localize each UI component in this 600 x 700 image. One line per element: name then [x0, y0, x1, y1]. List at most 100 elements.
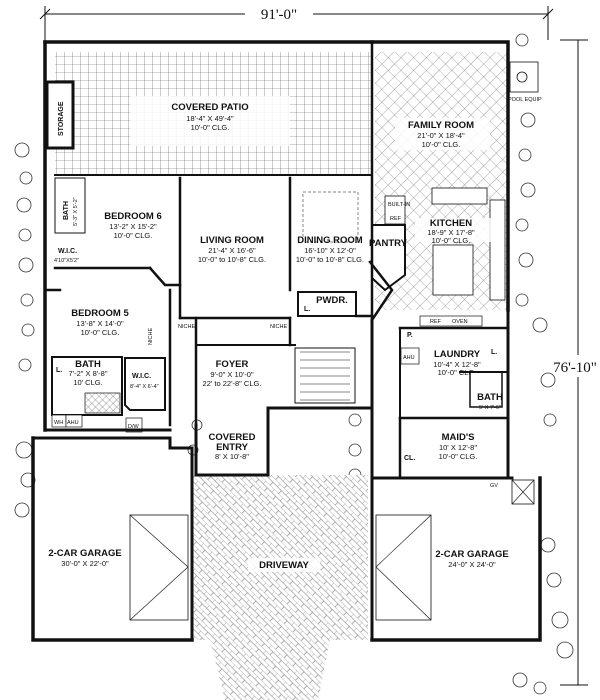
wic-mid: W.I.C. 8'-4" X 6'-4" — [124, 357, 166, 411]
covered-patio-name: COVERED PATIO — [171, 102, 248, 113]
maids-dims: 10' X 12'-8" — [439, 443, 477, 452]
bath-top-name: BATH — [63, 201, 70, 220]
covered-entry-name2: ENTRY — [216, 442, 249, 453]
bedroom-6-dims: 13'-2" X 15'-2" — [109, 222, 157, 231]
maids-room: MAID'S 10' X 12'-8" 10'-0" CLG. CL. — [404, 432, 477, 462]
bedroom-5-dims: 13'-8" X 14'-0" — [76, 319, 124, 328]
bedroom-6-name: BEDROOM 6 — [104, 211, 162, 222]
pool-equipment: POOL EQUIP — [508, 61, 542, 103]
garage-right-name: 2-CAR GARAGE — [435, 549, 508, 560]
kitchen: BUILT-IN REF KITCHEN 18'-9" X 17'-8" 10'… — [375, 182, 508, 310]
storage-label: STORAGE — [58, 101, 65, 136]
pantry-name: PANTRY — [369, 238, 408, 249]
foyer-clg: 22' to 22'-8" CLG. — [203, 379, 262, 388]
laundry-ref-label: REF — [430, 319, 442, 325]
garage-left-dims: 30'-0" X 22'-0" — [61, 559, 109, 568]
storage-room: STORAGE — [45, 80, 75, 150]
pool-equip-label: POOL EQUIP — [508, 97, 542, 103]
built-in-label: BUILT-IN — [388, 202, 410, 208]
living-room-dims: 21'-4" X 16'-6" — [208, 246, 256, 255]
wic-mid-name: W.I.C. — [132, 373, 151, 380]
wh-label: WH — [54, 420, 63, 426]
dining-room-dims: 16'-10" X 12'-0" — [304, 246, 356, 255]
kitchen-ref-label: REF — [390, 216, 402, 222]
maids-clg: 10'-0" CLG. — [439, 452, 478, 461]
niche-right-label: NICHE — [270, 324, 287, 330]
bath-right-name: BATH — [477, 392, 503, 403]
living-room-clg: 10'-0" to 10'-8" CLG. — [198, 255, 266, 264]
dw-label: D/W — [128, 424, 140, 430]
wic-mid-dims: 8'-4" X 6'-4" — [130, 384, 159, 390]
bedroom-6: BEDROOM 6 13'-2" X 15'-2" 10'-0" CLG. — [104, 211, 162, 240]
maids-cl-label: CL. — [404, 455, 415, 462]
niche-left-label: NICHE — [148, 328, 154, 345]
foyer-name: FOYER — [216, 359, 249, 370]
bedroom-5: BEDROOM 5 13'-8" X 14'-0" 10'-0" CLG. — [71, 308, 129, 337]
covered-entry-name: COVERED — [209, 432, 256, 443]
laundry-l-label: L. — [491, 349, 497, 356]
maids-name: MAID'S — [442, 432, 475, 443]
covered-entry: COVERED ENTRY 8' X 10'-8" — [209, 432, 256, 461]
dining-room-name: DINING ROOM — [297, 235, 363, 246]
bath-top-dims: 5'-3" X 5'-2" — [73, 197, 79, 226]
depth-dimension-label: 76'-10" — [553, 360, 597, 376]
kitchen-clg: 10'-0" CLG. — [432, 236, 471, 245]
family-room: FAMILY ROOM 21'-0" X 18'-4" 10'-0" CLG. — [375, 52, 508, 182]
width-dimension: 91'-0" — [39, 3, 554, 40]
pwdr-l-label: L. — [304, 306, 310, 313]
foyer: FOYER 9'-0" X 10'-0" 22' to 22'-8" CLG. — [203, 347, 356, 404]
powder-room: L. PWDR. — [297, 291, 357, 317]
pwdr-name: PWDR. — [316, 295, 348, 306]
family-room-dims: 21'-0" X 18'-4" — [417, 131, 465, 140]
width-dimension-label: 91'-0" — [261, 7, 297, 23]
bedroom-6-clg: 10'-0" CLG. — [114, 231, 153, 240]
oven-label: OVEN — [452, 319, 468, 325]
living-room-name: LIVING ROOM — [200, 235, 264, 246]
bath-top: BATH 5'-3" X 5'-2" — [54, 177, 86, 234]
garage-right-dims: 24'-0" X 24'-0" — [448, 560, 496, 569]
garage-right: GV 2-CAR GARAGE 24'-0" X 24'-0" — [375, 479, 535, 621]
covered-patio-dims: 18'-4" X 49'-4" — [186, 114, 234, 123]
dining-room-clg: 10'-0" to 10'-8" CLG. — [296, 255, 364, 264]
bath-right: BATH 5' X 7'-6" — [469, 371, 503, 411]
covered-entry-dims: 8' X 10'-8" — [215, 452, 249, 461]
ahu-right-label: AHU — [403, 355, 415, 361]
laundry-clg: 10'-0" CLG. — [438, 368, 477, 377]
covered-patio-clg: 10'-0" CLG. — [191, 123, 230, 132]
bath-mid-name: BATH — [75, 359, 101, 370]
bedroom-5-clg: 10'-0" CLG. — [81, 328, 120, 337]
bath-mid: L. BATH 7'-2" X 8'-8" 10' CLG. — [51, 356, 123, 416]
garage-left: 2-CAR GARAGE 30'-0" X 22'-0" — [48, 514, 189, 621]
bath-mid-l-label: L. — [56, 367, 62, 374]
bath-mid-clg: 10' CLG. — [73, 378, 102, 387]
kitchen-name: KITCHEN — [430, 218, 472, 229]
living-room: LIVING ROOM 21'-4" X 16'-6" 10'-0" to 10… — [198, 235, 266, 264]
bedroom-5-name: BEDROOM 5 — [71, 308, 129, 319]
landscape-shrubs — [14, 33, 574, 695]
wic-top-dims: 4'10"X5'2" — [54, 258, 79, 264]
utility-labels: WH AHU D/W NICHE NICHE NICHE — [51, 324, 287, 433]
gv-label: GV — [490, 483, 498, 489]
foyer-dims: 9'-0" X 10'-0" — [210, 370, 254, 379]
ahu-left-label: AHU — [67, 420, 79, 426]
wic-top-name: W.I.C. — [58, 248, 77, 255]
laundry-p-label: P. — [407, 332, 413, 339]
driveway: DRIVEWAY — [192, 475, 368, 700]
garage-left-name: 2-CAR GARAGE — [48, 548, 121, 559]
bath-right-dims: 5' X 7'-6" — [479, 405, 501, 411]
family-room-name: FAMILY ROOM — [408, 120, 474, 131]
family-room-clg: 10'-0" CLG. — [422, 140, 461, 149]
depth-dimension: 76'-10" — [552, 39, 598, 686]
walls — [31, 40, 542, 642]
driveway-name: DRIVEWAY — [259, 560, 309, 571]
wic-top: W.I.C. 4'10"X5'2" — [54, 248, 79, 264]
laundry-dims: 10'-4" X 12'-8" — [433, 360, 481, 369]
laundry-name: LAUNDRY — [434, 349, 481, 360]
kitchen-dims: 18'-9" X 17'-8" — [427, 228, 475, 237]
bath-mid-dims: 7'-2" X 8'-8" — [68, 369, 107, 378]
laundry: REF OVEN AHU LAUNDRY 10'-4" X 12'-8" 10'… — [400, 315, 497, 377]
niche-mid-label: NICHE — [178, 324, 195, 330]
dining-room: DINING ROOM 16'-10" X 12'-0" 10'-0" to 1… — [296, 191, 364, 264]
covered-patio: COVERED PATIO 18'-4" X 49'-4" 10'-0" CLG… — [55, 52, 373, 174]
